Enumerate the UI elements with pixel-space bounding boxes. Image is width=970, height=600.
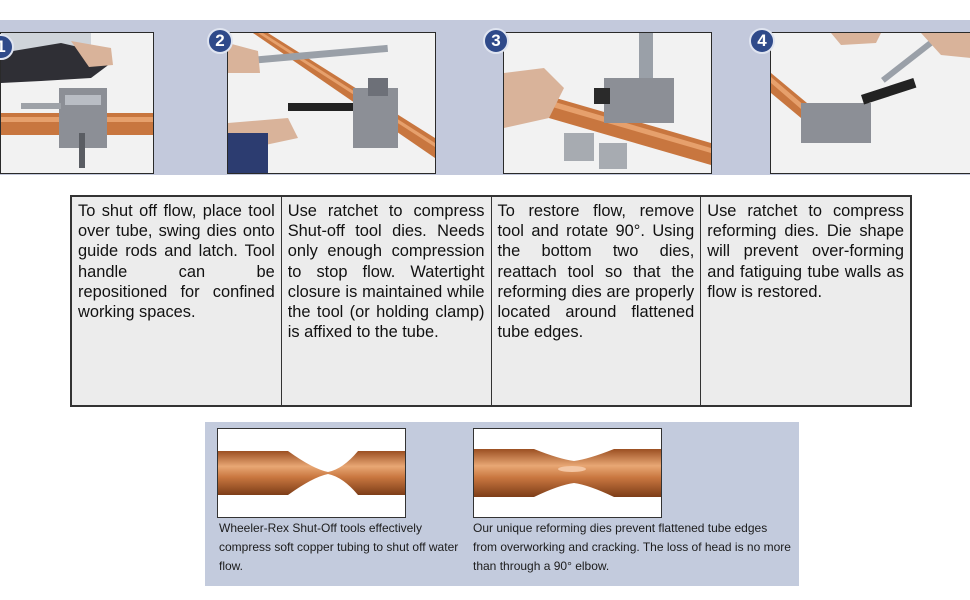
- step-2-badge: 2: [207, 28, 233, 54]
- step-3-photo: [503, 32, 712, 174]
- comparison-panel: Wheeler-Rex Shut-Off tools effectively c…: [205, 422, 799, 586]
- step-2-text: Use ratchet to compress Shut-off tool di…: [282, 197, 492, 405]
- step-4-text: Use ratchet to compress reforming dies. …: [707, 202, 904, 301]
- instruction-table: To shut off flow, place tool over tube, …: [70, 195, 912, 407]
- step-3-badge: 3: [483, 28, 509, 54]
- step-4-photo: [770, 32, 970, 174]
- step-2-photo: [227, 32, 436, 174]
- reforming-caption: Our unique reforming dies prevent flatte…: [473, 521, 791, 573]
- shutoff-tube-photo: [217, 428, 406, 518]
- step-4-badge: 4: [749, 28, 775, 54]
- step-1-photo: [0, 32, 154, 174]
- reformed-tube-photo: [473, 428, 662, 518]
- step-1-text: To shut off flow, place tool over tube, …: [72, 197, 282, 405]
- shutoff-caption: Wheeler-Rex Shut-Off tools effectively c…: [219, 521, 459, 573]
- step-3-text: To restore flow, remove tool and rotate …: [492, 197, 702, 405]
